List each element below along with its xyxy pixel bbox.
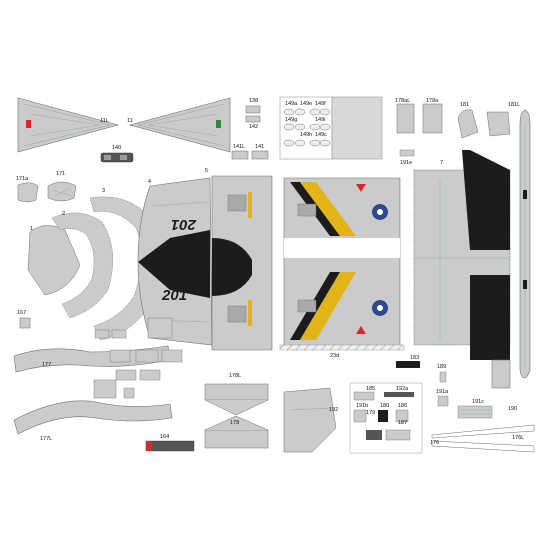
label-191b: 191b — [356, 403, 368, 409]
label-11L: 11L — [100, 118, 109, 124]
part-189 — [439, 371, 447, 383]
label-191c: 191c — [472, 399, 484, 405]
label-167: 167 — [17, 310, 26, 316]
part-178a — [422, 103, 443, 134]
label-191e: 191e — [400, 160, 412, 166]
label-149f: 149f — [315, 101, 326, 107]
clear-panel — [331, 96, 383, 160]
label-149h: 149h — [300, 132, 312, 138]
part-177L — [13, 400, 173, 435]
part-178aL — [396, 103, 415, 134]
label-164: 164 — [160, 434, 169, 440]
label-149a: 149a — [285, 101, 298, 107]
part-141 — [251, 150, 269, 160]
part-190-spine — [519, 109, 531, 379]
part-167 — [19, 317, 31, 329]
part-176 — [431, 424, 535, 439]
label-181: 181 — [460, 102, 469, 108]
label-180: 180 — [380, 403, 389, 409]
part-178L — [204, 383, 269, 416]
part-171a — [17, 182, 39, 203]
label-149g: 149g — [285, 117, 297, 123]
label-190: 190 — [508, 406, 517, 412]
label-178: 178 — [230, 420, 239, 426]
label-141: 141 — [255, 144, 264, 150]
label-187: 187 — [398, 420, 407, 426]
wing-part-11L — [17, 97, 120, 153]
label-1: 1 — [30, 226, 33, 232]
label-178L: 178L — [229, 373, 241, 379]
label-149e: 149e — [300, 101, 312, 107]
label-149c: 149c — [315, 132, 327, 138]
label-176L: 176L — [512, 435, 524, 441]
label-177L: 177L — [40, 436, 52, 442]
label-176: 176 — [430, 440, 439, 446]
part-183 — [396, 361, 420, 368]
part-labels: 11L 11 138 142 140 149a 149e 149f 149g 1… — [16, 98, 524, 446]
label-4: 4 — [148, 179, 151, 185]
part-164 — [145, 440, 195, 452]
fuselage-part-7 — [413, 150, 511, 389]
part-181 — [457, 109, 479, 139]
label-5: 5 — [205, 168, 208, 174]
detail-parts-panel — [349, 382, 423, 454]
part-192 — [283, 387, 337, 453]
part-140 — [100, 152, 134, 163]
label-140: 140 — [112, 145, 121, 151]
fuselage-part-6 — [283, 177, 401, 347]
label-189: 189 — [437, 364, 446, 370]
label-178aL: 178aL — [395, 98, 410, 104]
label-192: 192 — [329, 407, 338, 413]
label-141L: 141L — [233, 144, 245, 150]
nose-ring-1 — [27, 225, 81, 296]
canopy-parts-149 — [279, 96, 333, 160]
label-171a: 171a — [16, 176, 29, 182]
label-183: 183 — [410, 355, 419, 361]
small-parts-grid — [93, 317, 183, 399]
label-181L: 181L — [508, 102, 520, 108]
red-nav-light — [26, 120, 31, 128]
nose-ring-2 — [51, 212, 113, 319]
part-178 — [204, 415, 269, 449]
label-142: 142 — [249, 124, 258, 130]
label-6: 6 — [296, 184, 299, 190]
label-177: 177 — [42, 362, 51, 368]
side-number-upper: 201 — [171, 216, 197, 233]
label-186: 186 — [398, 403, 407, 409]
label-2: 2 — [62, 211, 65, 217]
fuselage-part-5 — [211, 175, 273, 351]
label-171: 171 — [56, 171, 65, 177]
label-179: 179 — [366, 410, 375, 416]
label-138: 138 — [249, 98, 258, 104]
part-191c — [457, 405, 493, 419]
label-11: 11 — [127, 118, 133, 124]
small-parts-138-142 — [245, 105, 261, 123]
side-number-lower: 201 — [161, 287, 187, 304]
label-7: 7 — [440, 160, 443, 166]
label-23d: 23d — [330, 353, 339, 359]
label-185: 185 — [366, 386, 375, 392]
wing-part-11 — [128, 97, 231, 153]
fuselage-part-4: 201 201 — [137, 177, 213, 346]
label-192a: 192a — [396, 386, 409, 392]
strip-23d — [279, 344, 405, 351]
part-191e — [399, 149, 415, 157]
label-191a: 191a — [436, 389, 449, 395]
label-178a: 178a — [426, 98, 439, 104]
part-171 — [47, 181, 77, 202]
green-nav-light — [216, 120, 221, 128]
part-181L — [486, 111, 511, 137]
part-176L — [431, 440, 535, 453]
label-149i: 149i — [315, 117, 325, 123]
part-141L — [231, 150, 249, 160]
part-191a — [437, 395, 449, 407]
label-3: 3 — [102, 188, 105, 194]
